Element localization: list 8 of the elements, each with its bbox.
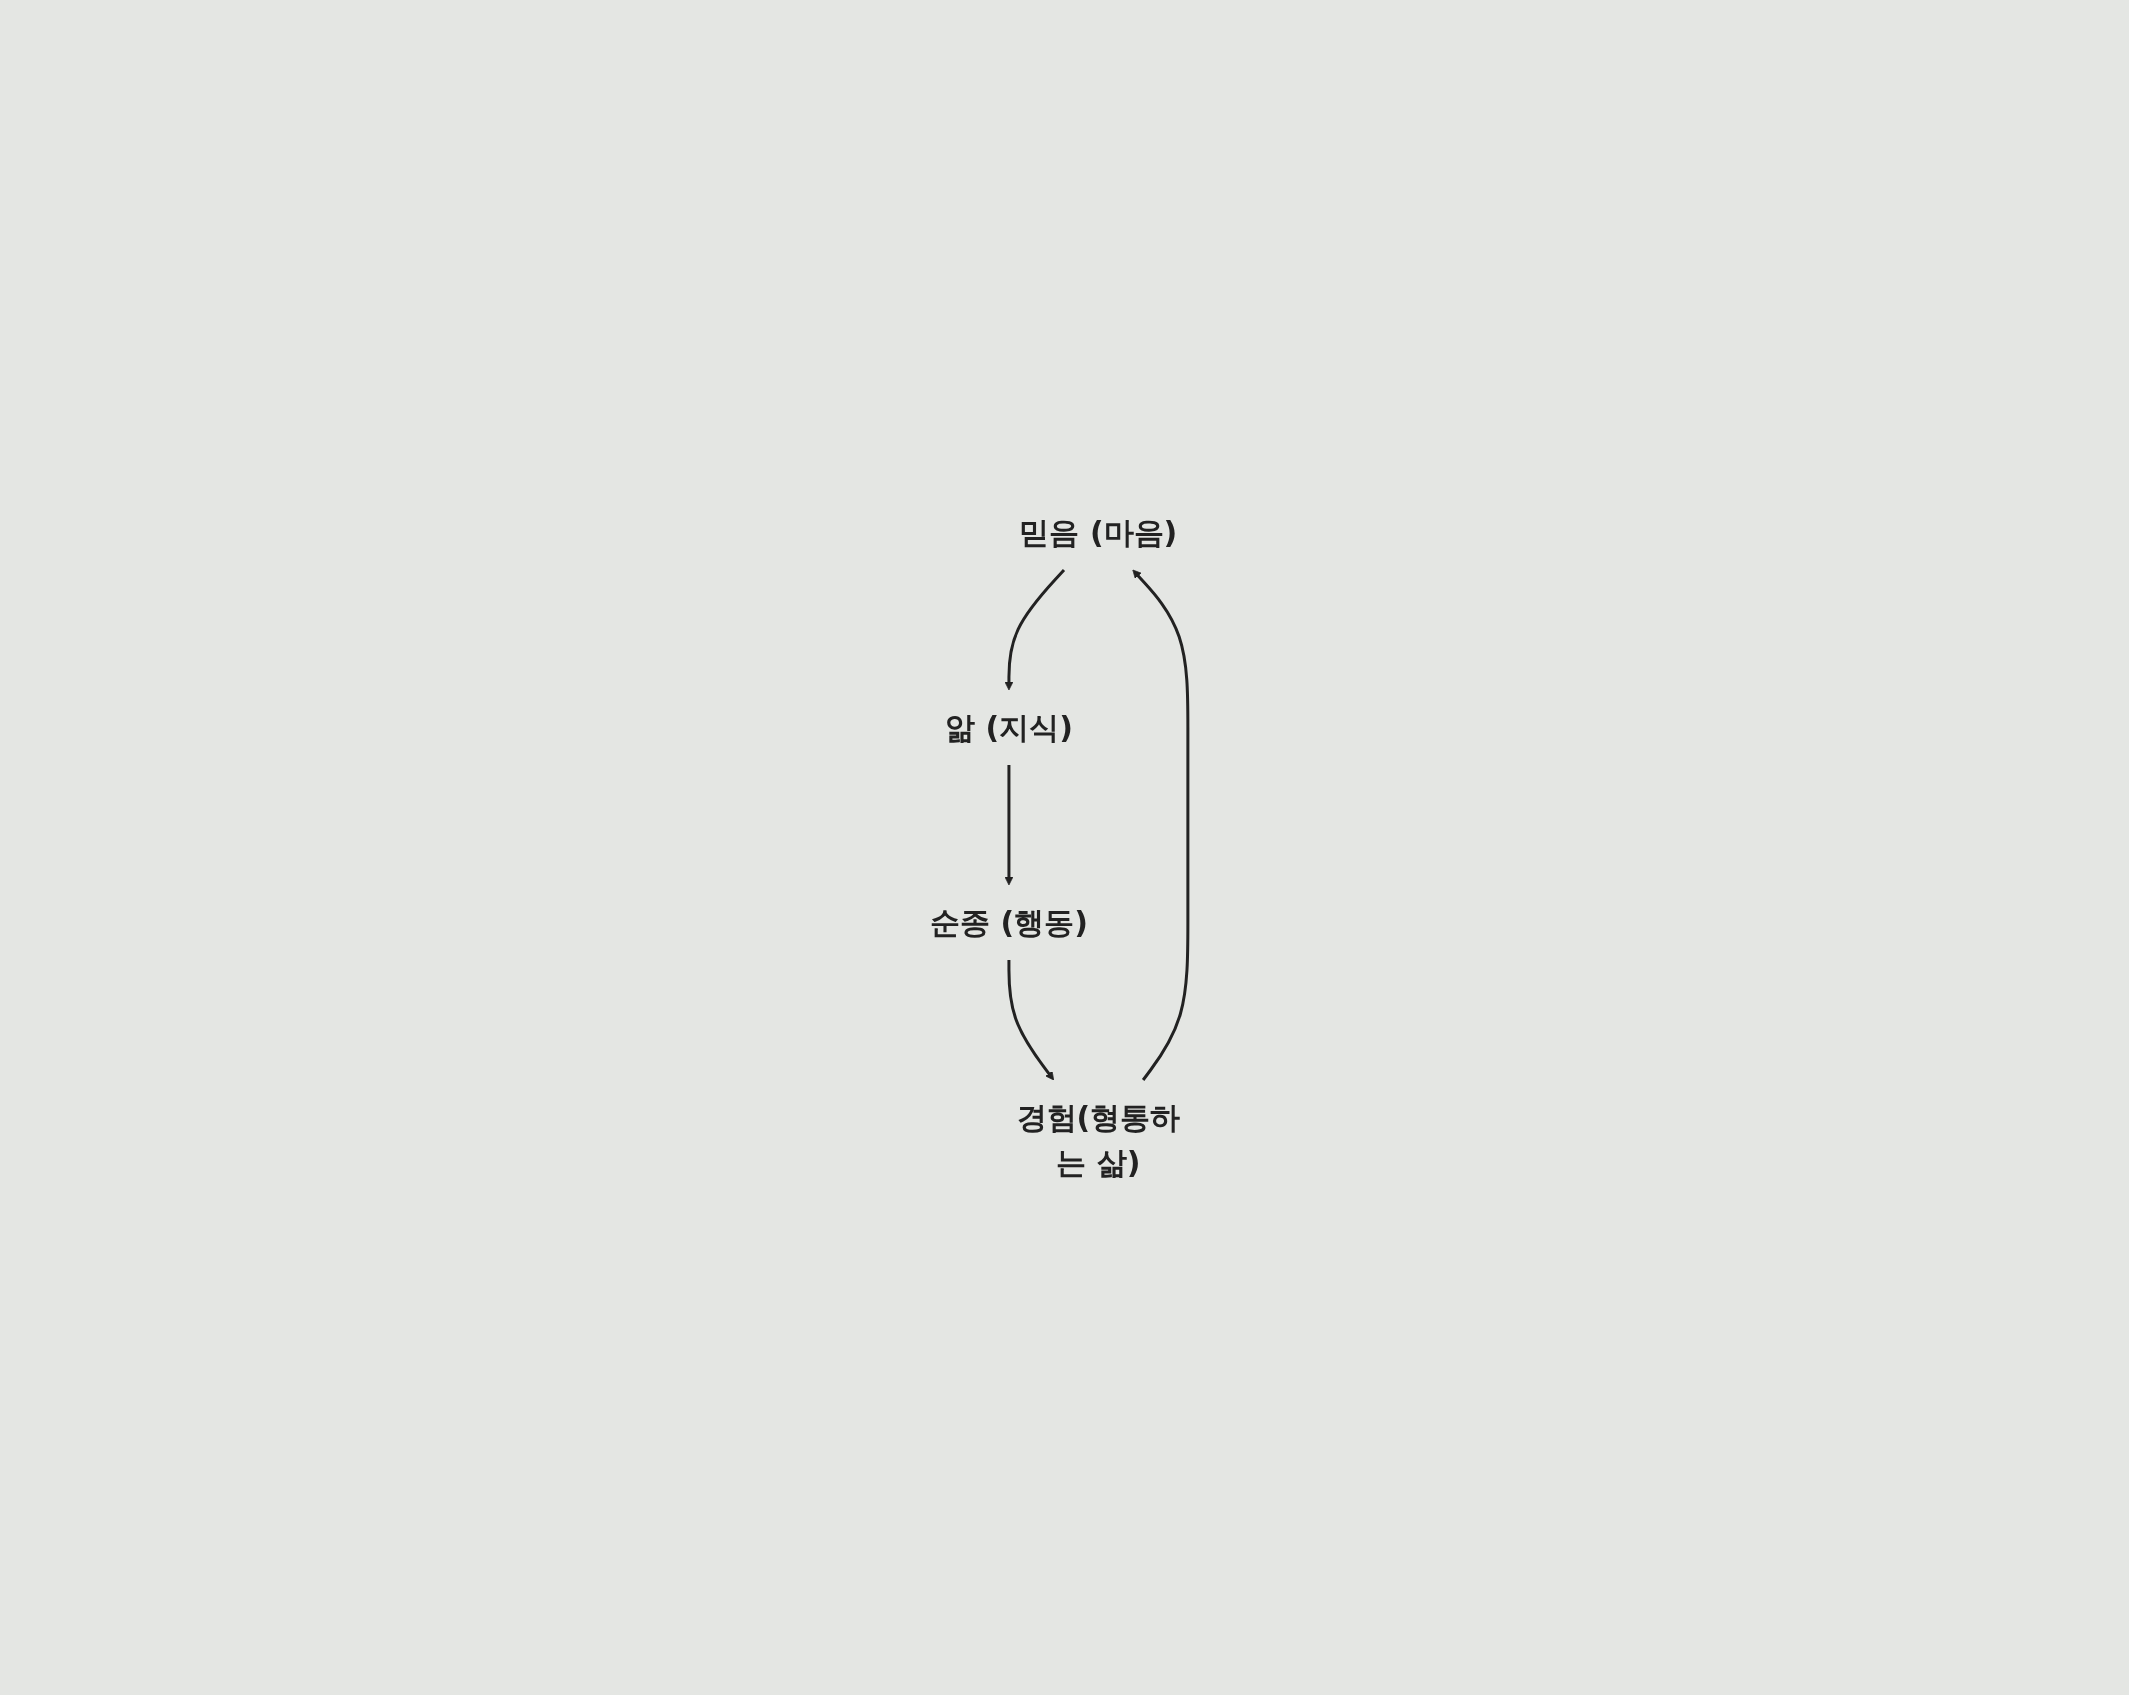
node-text: 믿음 (마음) xyxy=(1019,515,1178,550)
node-text: 경험(형통하는 삶) xyxy=(1016,1100,1181,1180)
arrow xyxy=(1004,569,1066,691)
arrow xyxy=(1007,960,1055,1081)
node-text: 순종 (행동) xyxy=(930,905,1089,940)
arrow xyxy=(1004,765,1014,886)
arrow xyxy=(1132,569,1190,1081)
node-text: 앎 (지식) xyxy=(945,710,1074,745)
